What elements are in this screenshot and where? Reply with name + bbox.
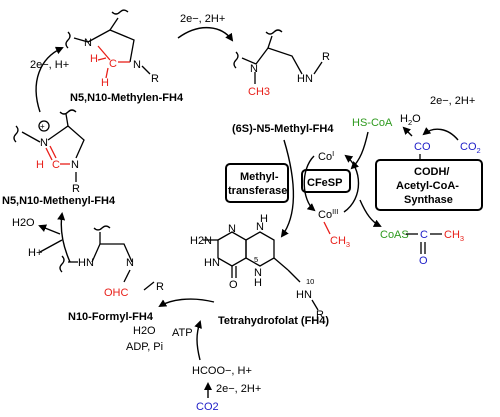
methenyl-n10-atom: N — [71, 159, 79, 171]
methyl-n5-atom: N — [250, 63, 258, 75]
formyl-hn-atom: HN — [78, 257, 94, 269]
thf-h5-atom: H — [254, 277, 262, 289]
methylene-n5-atom: N — [84, 37, 92, 49]
co2-right: CO2 — [460, 141, 481, 155]
arrow-methyl-to-thf — [280, 139, 295, 238]
methylene-h1-atom: H — [90, 53, 98, 65]
electrons-2e-2h-bottom: 2e−, 2H+ — [216, 383, 261, 395]
thf-label: Tetrahydrofolat (FH4) — [218, 315, 329, 327]
thf-h2n-atom: H2N — [190, 235, 212, 247]
h2o-top: H2O — [400, 113, 421, 127]
h2o-bottom: H2O — [133, 325, 156, 337]
acetyl-o-label: O — [419, 255, 428, 267]
thf-position-5: 5 — [254, 255, 258, 264]
electrons-2e-2h-right: 2e−, 2H+ — [430, 95, 475, 107]
thf-n-top-atom: N — [228, 223, 236, 235]
methyl-hn-atom: HN — [297, 73, 313, 85]
formyl-ohc-atom: OHC — [104, 287, 129, 299]
co-iii-label: CoIII — [318, 207, 338, 221]
thf-n-ring-atom: N — [256, 221, 264, 233]
thf-position-10: 10 — [306, 277, 314, 286]
methyltransferase-line1: Methyl- — [240, 171, 279, 183]
codh-line3: Synthase — [404, 194, 453, 206]
methylene-c-atom: C — [109, 58, 117, 70]
arrow-methenyl-to-methylene — [35, 46, 64, 113]
methylene-r-atom: R — [151, 73, 159, 85]
cfesp-box — [301, 169, 351, 193]
methylene-n10-atom: N — [133, 59, 141, 71]
formyl-fh4-label: N10-Formyl-FH4 — [68, 311, 154, 323]
methenyl-r-atom: R — [72, 183, 80, 195]
adp-pi-label: ADP, Pi — [126, 341, 163, 353]
hs-coa-label: HS-CoA — [352, 117, 393, 129]
co-center-label: CO — [414, 141, 431, 153]
co-i-label: CoI — [318, 149, 334, 163]
methyl-fh4-structure: N HN CH3 R (6S)-N5-Methyl-FH4 — [232, 29, 334, 135]
methyl-fh4-label: (6S)-N5-Methyl-FH4 — [232, 123, 334, 135]
coas-label: CoAS — [380, 229, 409, 241]
codh-line1: CODH/ — [414, 166, 449, 178]
formate-label: HCOO−, H+ — [192, 365, 252, 377]
methenyl-h-atom: H — [36, 159, 44, 171]
atp-label: ATP — [172, 327, 193, 339]
methenyl-n5-atom: N — [40, 137, 48, 149]
h2o-left: H2O — [12, 217, 35, 229]
thf-h-ring-atom: H — [260, 213, 268, 225]
arrow-thf-to-formyl — [158, 298, 215, 308]
thf-o-atom: O — [229, 279, 238, 291]
methylene-h2-atom: H — [101, 77, 109, 89]
acetyl-c-label: C — [420, 229, 428, 241]
thf-structure: H2N N HN O N H N H 5 10 HN R Tetrahydrof… — [190, 213, 329, 327]
methyl-r-atom: R — [322, 51, 330, 63]
arrow-methylene-to-methyl — [177, 26, 234, 42]
thf-hn-left-atom: HN — [204, 257, 220, 269]
arrow-formyl-to-methenyl — [57, 212, 71, 263]
formyl-fh4-structure: HN N OHC R N10-Formyl-FH4 — [59, 225, 164, 323]
hplus-left: H+ — [28, 247, 42, 259]
methenyl-fh4-structure: + N N C H R N5,N10-Methenyl-FH4 — [2, 109, 116, 207]
methenyl-charge: + — [40, 122, 45, 131]
codh-box — [375, 159, 483, 211]
methylene-fh4-label: N5,N10-Methylen-FH4 — [70, 92, 184, 104]
electrons-2e-h: 2e−, H+ — [30, 59, 69, 71]
methyltransferase-line2: transferase — [228, 185, 287, 197]
formyl-r-atom: R — [156, 281, 164, 293]
methenyl-fh4-label: N5,N10-Methenyl-FH4 — [2, 195, 116, 207]
methylene-fh4-structure: N N C H H R N5,N10-Methylen-FH4 — [65, 9, 184, 104]
electrons-2e-2h-top: 2e−, 2H+ — [180, 13, 225, 25]
formyl-n10-atom: N — [126, 257, 134, 269]
thf-n5-atom: N — [254, 267, 262, 279]
methenyl-c-atom: C — [52, 159, 60, 171]
methyltransferase-box — [225, 163, 289, 203]
co2-bottom: CO2 — [196, 401, 219, 412]
thf-hn10-atom: HN — [296, 289, 312, 301]
thf-r-atom: R — [316, 309, 324, 321]
co-ch3-label: CH3 — [330, 235, 350, 249]
methyl-ch3-atom: CH3 — [248, 86, 270, 98]
acetyl-ch3-label: CH3 — [444, 229, 464, 243]
codh-line2: Acetyl-CoA- — [396, 180, 459, 192]
cfesp-label: CFeSP — [307, 177, 342, 189]
